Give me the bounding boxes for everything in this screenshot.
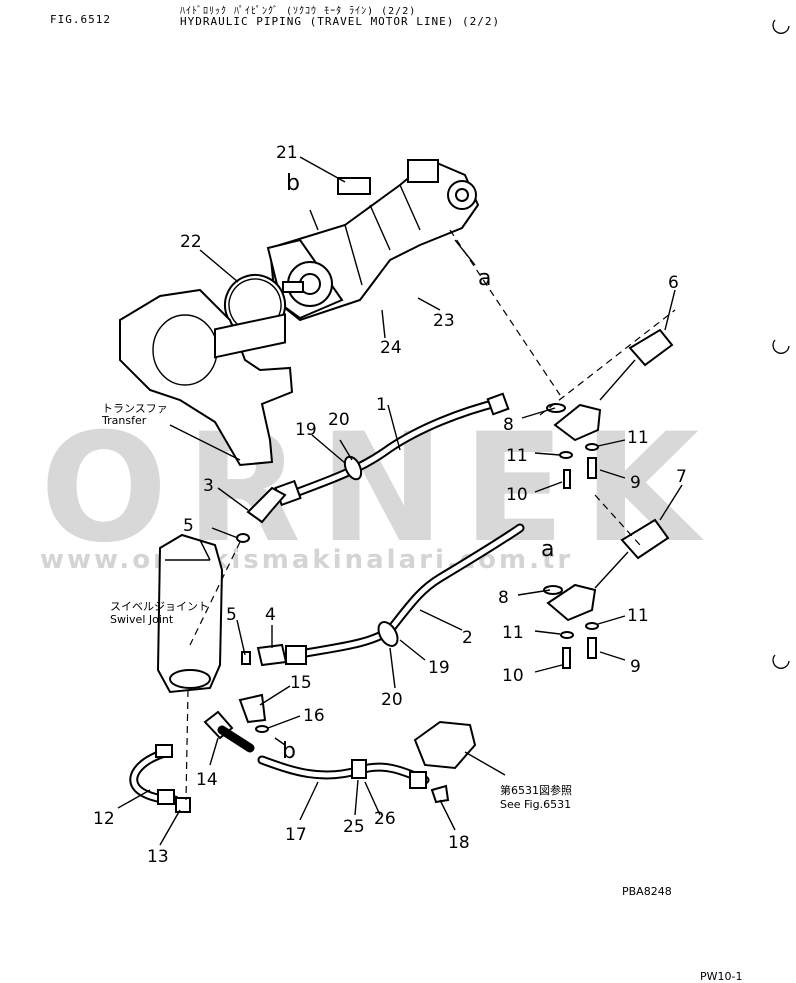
callout-8b: 8 xyxy=(498,588,509,608)
callout-19b: 19 xyxy=(428,658,450,678)
center-line-swivel xyxy=(185,689,189,801)
callout-11a: 11 xyxy=(506,446,528,466)
callout-9a: 9 xyxy=(630,473,641,493)
connector-part-4 xyxy=(256,643,288,667)
ref-letter-a-bottom: a xyxy=(541,537,554,562)
callout-2: 2 xyxy=(462,628,473,648)
binder-hole-bottom xyxy=(772,654,790,669)
elbow-part-3 xyxy=(246,486,287,524)
callout-13: 13 xyxy=(147,847,169,867)
callout-11d: 11 xyxy=(627,606,649,626)
o-ring-part-16 xyxy=(255,725,269,733)
callout-26: 26 xyxy=(374,809,396,829)
callout-20a: 20 xyxy=(328,410,350,430)
callout-22: 22 xyxy=(180,232,202,252)
ref-letter-a-top: a xyxy=(478,266,491,291)
binder-hole-top xyxy=(772,19,790,34)
callout-8a: 8 xyxy=(503,415,514,435)
callout-20b: 20 xyxy=(381,690,403,710)
ref-letter-b-top: b xyxy=(286,171,300,196)
callout-14: 14 xyxy=(196,770,218,790)
callout-10b: 10 xyxy=(502,666,524,686)
callout-6: 6 xyxy=(668,273,679,293)
callout-16: 16 xyxy=(303,706,325,726)
elbow-part-13 xyxy=(175,797,191,813)
callout-24: 24 xyxy=(380,338,402,358)
callout-18: 18 xyxy=(448,833,470,853)
callout-12: 12 xyxy=(93,809,115,829)
o-ring-part-5b xyxy=(241,651,251,665)
elbow-part-15 xyxy=(238,693,267,724)
drain-line-assembly xyxy=(129,693,450,813)
see-fig-label-en: See Fig.6531 xyxy=(500,798,571,811)
callout-23: 23 xyxy=(433,311,455,331)
figure-number: FIG.6512 xyxy=(50,13,111,26)
swivel-label-en: Swivel Joint xyxy=(110,613,174,626)
callout-3: 3 xyxy=(203,476,214,496)
title-japanese: ﾊｲﾄﾞﾛﾘｯｸ ﾊﾟｲﾋﾟﾝｸﾞ (ｿｸｺｳ ﾓｰﾀ ﾗｲﾝ) (2/2) xyxy=(180,6,417,17)
callout-11c: 11 xyxy=(502,623,524,643)
transfer-label-jp: トランスファ xyxy=(102,402,168,415)
callout-4: 4 xyxy=(265,605,276,625)
callout-5b: 5 xyxy=(226,605,237,625)
transfer-label-en: Transfer xyxy=(101,414,147,427)
hose-part-2 xyxy=(285,523,525,665)
center-line-6 xyxy=(539,309,676,416)
callout-21: 21 xyxy=(276,143,298,163)
o-ring-part-5 xyxy=(236,533,250,543)
callout-7: 7 xyxy=(676,467,687,487)
page-code: PW10-1 xyxy=(700,970,742,983)
callout-25: 25 xyxy=(343,817,365,837)
flange-assembly-part-7 xyxy=(543,518,670,669)
see-fig-label-jp: 第6531図参照 xyxy=(500,783,572,797)
title-english: HYDRAULIC PIPING (TRAVEL MOTOR LINE) (2/… xyxy=(180,15,501,28)
leader-lines xyxy=(117,156,683,846)
callout-5a: 5 xyxy=(183,516,194,536)
callout-10a: 10 xyxy=(506,485,528,505)
ref-letter-b-bottom: b xyxy=(282,739,296,764)
callout-19a: 19 xyxy=(295,420,317,440)
flange-assembly-part-6 xyxy=(546,328,674,489)
callout-1: 1 xyxy=(376,395,387,415)
elbow-part-18 xyxy=(430,784,450,804)
center-line-a1 xyxy=(449,229,561,396)
annotations: トランスファ Transfer スイベルジョイント Swivel Joint 第… xyxy=(101,402,742,983)
callout-labels: 1 2 3 4 5 5 6 7 8 8 9 9 10 10 11 11 11 1… xyxy=(93,143,687,867)
callout-11b: 11 xyxy=(627,428,649,448)
binder-hole-middle xyxy=(772,339,790,354)
reference-letters: a a b b xyxy=(282,171,554,764)
callout-9b: 9 xyxy=(630,657,641,677)
callout-15: 15 xyxy=(290,673,312,693)
swivel-label-jp: スイベルジョイント xyxy=(110,600,209,613)
binder-holes xyxy=(772,19,790,669)
transfer-housing xyxy=(119,288,294,467)
swivel-joint xyxy=(156,533,224,694)
callout-17: 17 xyxy=(285,825,307,845)
drawing-code: PBA8248 xyxy=(622,885,672,898)
referenced-component xyxy=(413,720,477,770)
